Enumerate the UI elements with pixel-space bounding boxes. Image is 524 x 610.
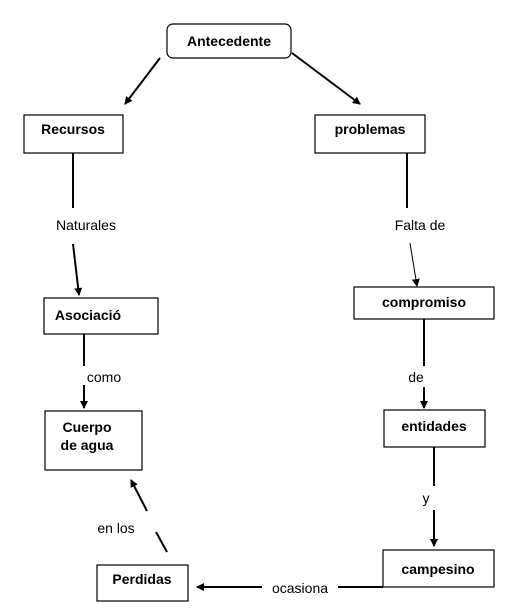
edge-antecedente-problemas [291, 52, 361, 105]
node-cuerpo-de-agua: Cuerpo de agua [44, 410, 143, 471]
edges [72, 52, 438, 591]
label-como: como [87, 369, 121, 385]
node-problemas-label: problemas [335, 121, 406, 137]
label-y: y [423, 490, 430, 506]
node-entidades-label: entidades [401, 418, 467, 434]
node-cuerpo-label-line2: de agua [61, 437, 114, 453]
node-antecedente: Antecedente [166, 23, 292, 59]
node-perdidas-label: Perdidas [112, 571, 171, 587]
node-perdidas: Perdidas [96, 564, 189, 602]
edge-antecedente-recursos [124, 57, 161, 105]
edge-enlos-cuerpo [130, 479, 148, 512]
node-compromiso-label: compromiso [382, 294, 466, 310]
node-campesino-label: campesino [401, 561, 474, 577]
label-de: de [408, 369, 424, 385]
node-compromiso: compromiso [353, 286, 495, 320]
edge-perdidas-enlos [155, 531, 168, 553]
label-naturales: Naturales [56, 217, 116, 233]
node-entidades: entidades [383, 409, 486, 448]
label-en-los: en los [97, 520, 134, 536]
node-cuerpo-label-line1: Cuerpo [63, 419, 112, 435]
label-ocasiona: ocasiona [272, 580, 328, 596]
edge-naturales-asociacion [72, 243, 83, 296]
node-asociacion: Asociació [43, 297, 159, 335]
node-antecedente-label: Antecedente [187, 33, 271, 49]
node-problemas: problemas [314, 114, 426, 154]
label-falta-de: Falta de [395, 217, 446, 233]
node-recursos-label: Recursos [41, 121, 105, 137]
node-recursos: Recursos [23, 114, 124, 154]
edge-faltade-compromiso [409, 242, 420, 287]
node-asociacion-label: Asociació [55, 307, 121, 323]
node-campesino: campesino [382, 549, 495, 588]
